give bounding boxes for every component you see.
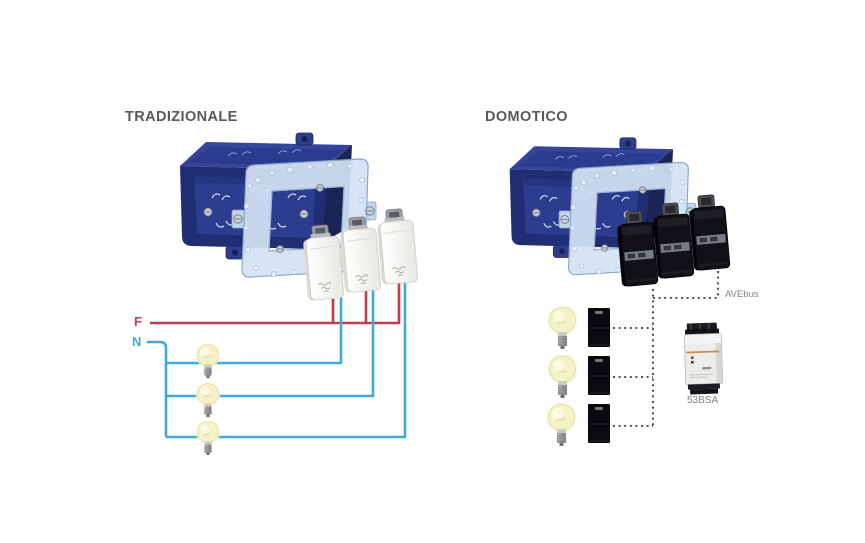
rocker-switch-1 [301,223,345,302]
avebus-label: AVEbus [725,289,759,300]
phase-label: F [134,314,142,329]
bulb-traditional-3 [195,419,221,456]
bus-power-supply-device [683,322,724,395]
avebus-dotted-lines [613,271,719,427]
bulb-traditional-2 [195,381,221,418]
touch-actuator-2 [588,356,610,395]
bulb-domotic-1 [546,304,579,350]
neutral-label: N [132,334,142,349]
bus-module-1 [615,209,659,288]
touch-actuator-3 [588,404,610,443]
bulb-traditional-1 [195,342,221,379]
rocker-switch-2 [338,215,382,294]
touch-actuator-1 [588,308,610,347]
bulb-domotic-3 [545,401,578,447]
right-title: DOMOTICO [485,109,568,125]
bus-module-2 [651,201,695,280]
bus-module-3 [687,193,731,272]
rocker-switch-3 [375,207,419,286]
bulb-domotic-2 [546,353,579,399]
traditional-switches [301,207,419,302]
left-title: TRADIZIONALE [125,109,238,125]
device-caption: 53BSA [687,395,719,406]
